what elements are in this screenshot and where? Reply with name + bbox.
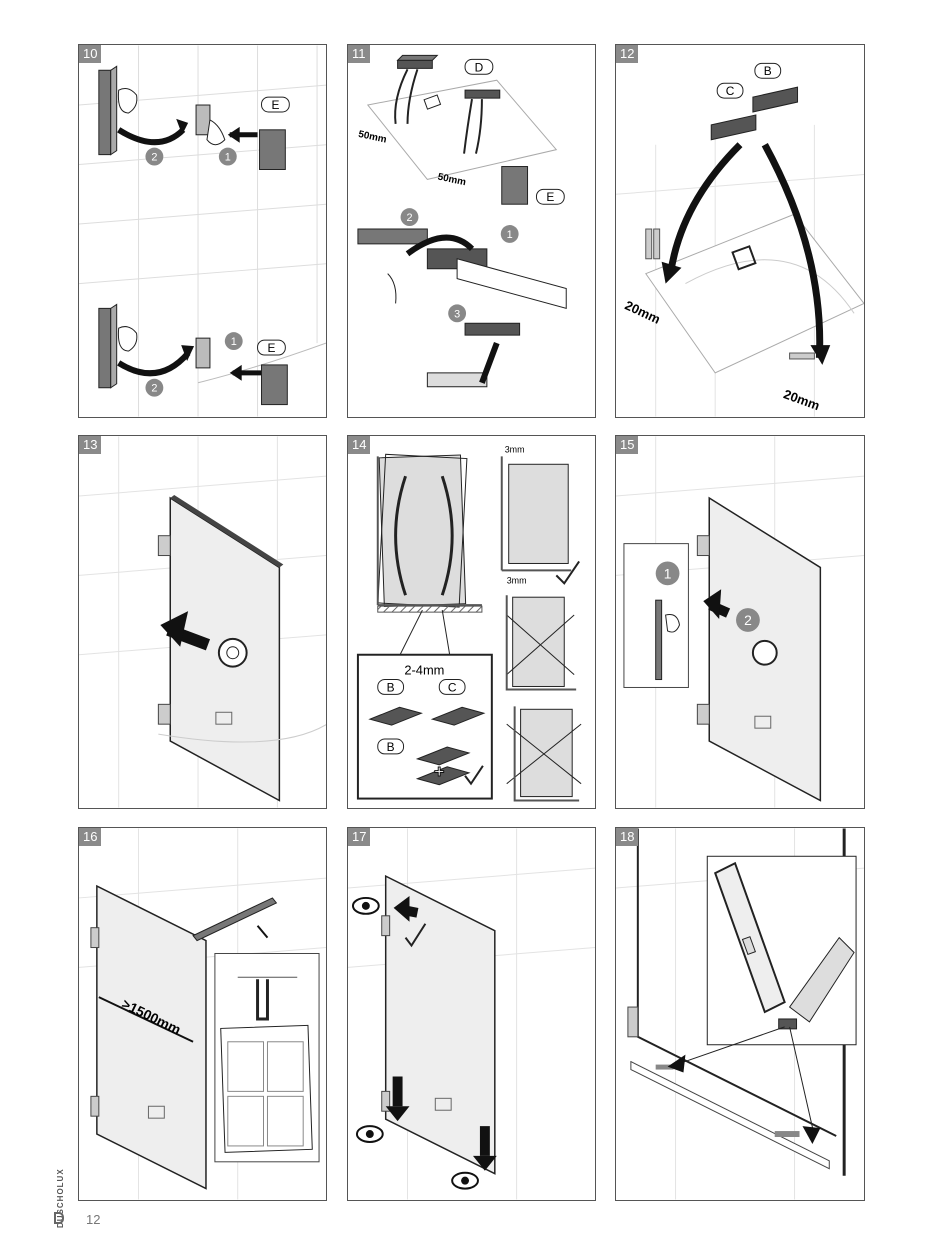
svg-text:20mm: 20mm [623,298,663,327]
svg-text:2: 2 [406,212,412,224]
svg-text:1: 1 [225,152,231,164]
step-14-illustration: 2-4mm B C B + 3mm 3mm [348,436,595,808]
step-11-panel: 11 D 50mm 50mm E 2 1 3 [347,44,596,418]
step-17-panel: 17 [347,827,596,1201]
step-18-illustration [616,828,864,1200]
step-13-illustration [79,436,326,808]
svg-text:C: C [726,84,735,98]
svg-text:2: 2 [151,383,157,395]
step-16-panel: 16 >1500mm [78,827,327,1201]
suction-cup-icon [219,639,247,667]
svg-text:20mm: 20mm [782,386,822,413]
svg-text:E: E [546,190,554,204]
brand-logo-icon [54,1212,64,1224]
step-10-illustration: 2 1 E 2 1 E [79,45,326,417]
step-18-panel: 18 [615,827,865,1201]
svg-text:3mm: 3mm [505,444,525,454]
step-12-panel: 12 C B 20mm 20mm [615,44,865,418]
svg-text:1: 1 [664,565,672,581]
step-17-illustration [348,828,595,1200]
step-14-panel: 14 2-4mm B C B + 3mm 3mm [347,435,596,809]
svg-text:B: B [764,64,772,78]
svg-text:3mm: 3mm [507,575,527,585]
svg-text:3: 3 [454,308,460,320]
step-12-illustration: C B 20mm 20mm [616,45,864,417]
svg-text:C: C [448,680,457,694]
step-10-panel: 10 2 1 E 2 1 E [78,44,327,418]
svg-text:50mm: 50mm [357,129,387,146]
step-11-illustration: D 50mm 50mm E 2 1 3 [348,45,595,417]
svg-text:1: 1 [507,229,513,241]
svg-text:E: E [267,341,275,355]
step-number: 10 [79,45,101,63]
svg-text:+: + [434,762,444,782]
callout-2: 2 [151,152,157,164]
step-15-illustration: 1 2 [616,436,864,808]
step-16-illustration: >1500mm [79,828,326,1200]
step-13-panel: 13 [78,435,327,809]
eye-icon [353,898,379,914]
svg-text:D: D [475,60,484,74]
svg-text:E: E [271,98,279,112]
svg-text:2: 2 [744,612,752,628]
svg-text:2-4mm: 2-4mm [404,663,444,678]
svg-text:50mm: 50mm [437,172,467,189]
step-15-panel: 15 1 2 [615,435,865,809]
svg-text:B: B [387,680,395,694]
svg-text:1: 1 [231,336,237,348]
page-number: 12 [86,1212,100,1227]
svg-text:B: B [387,740,395,754]
hand-icon [118,88,136,112]
